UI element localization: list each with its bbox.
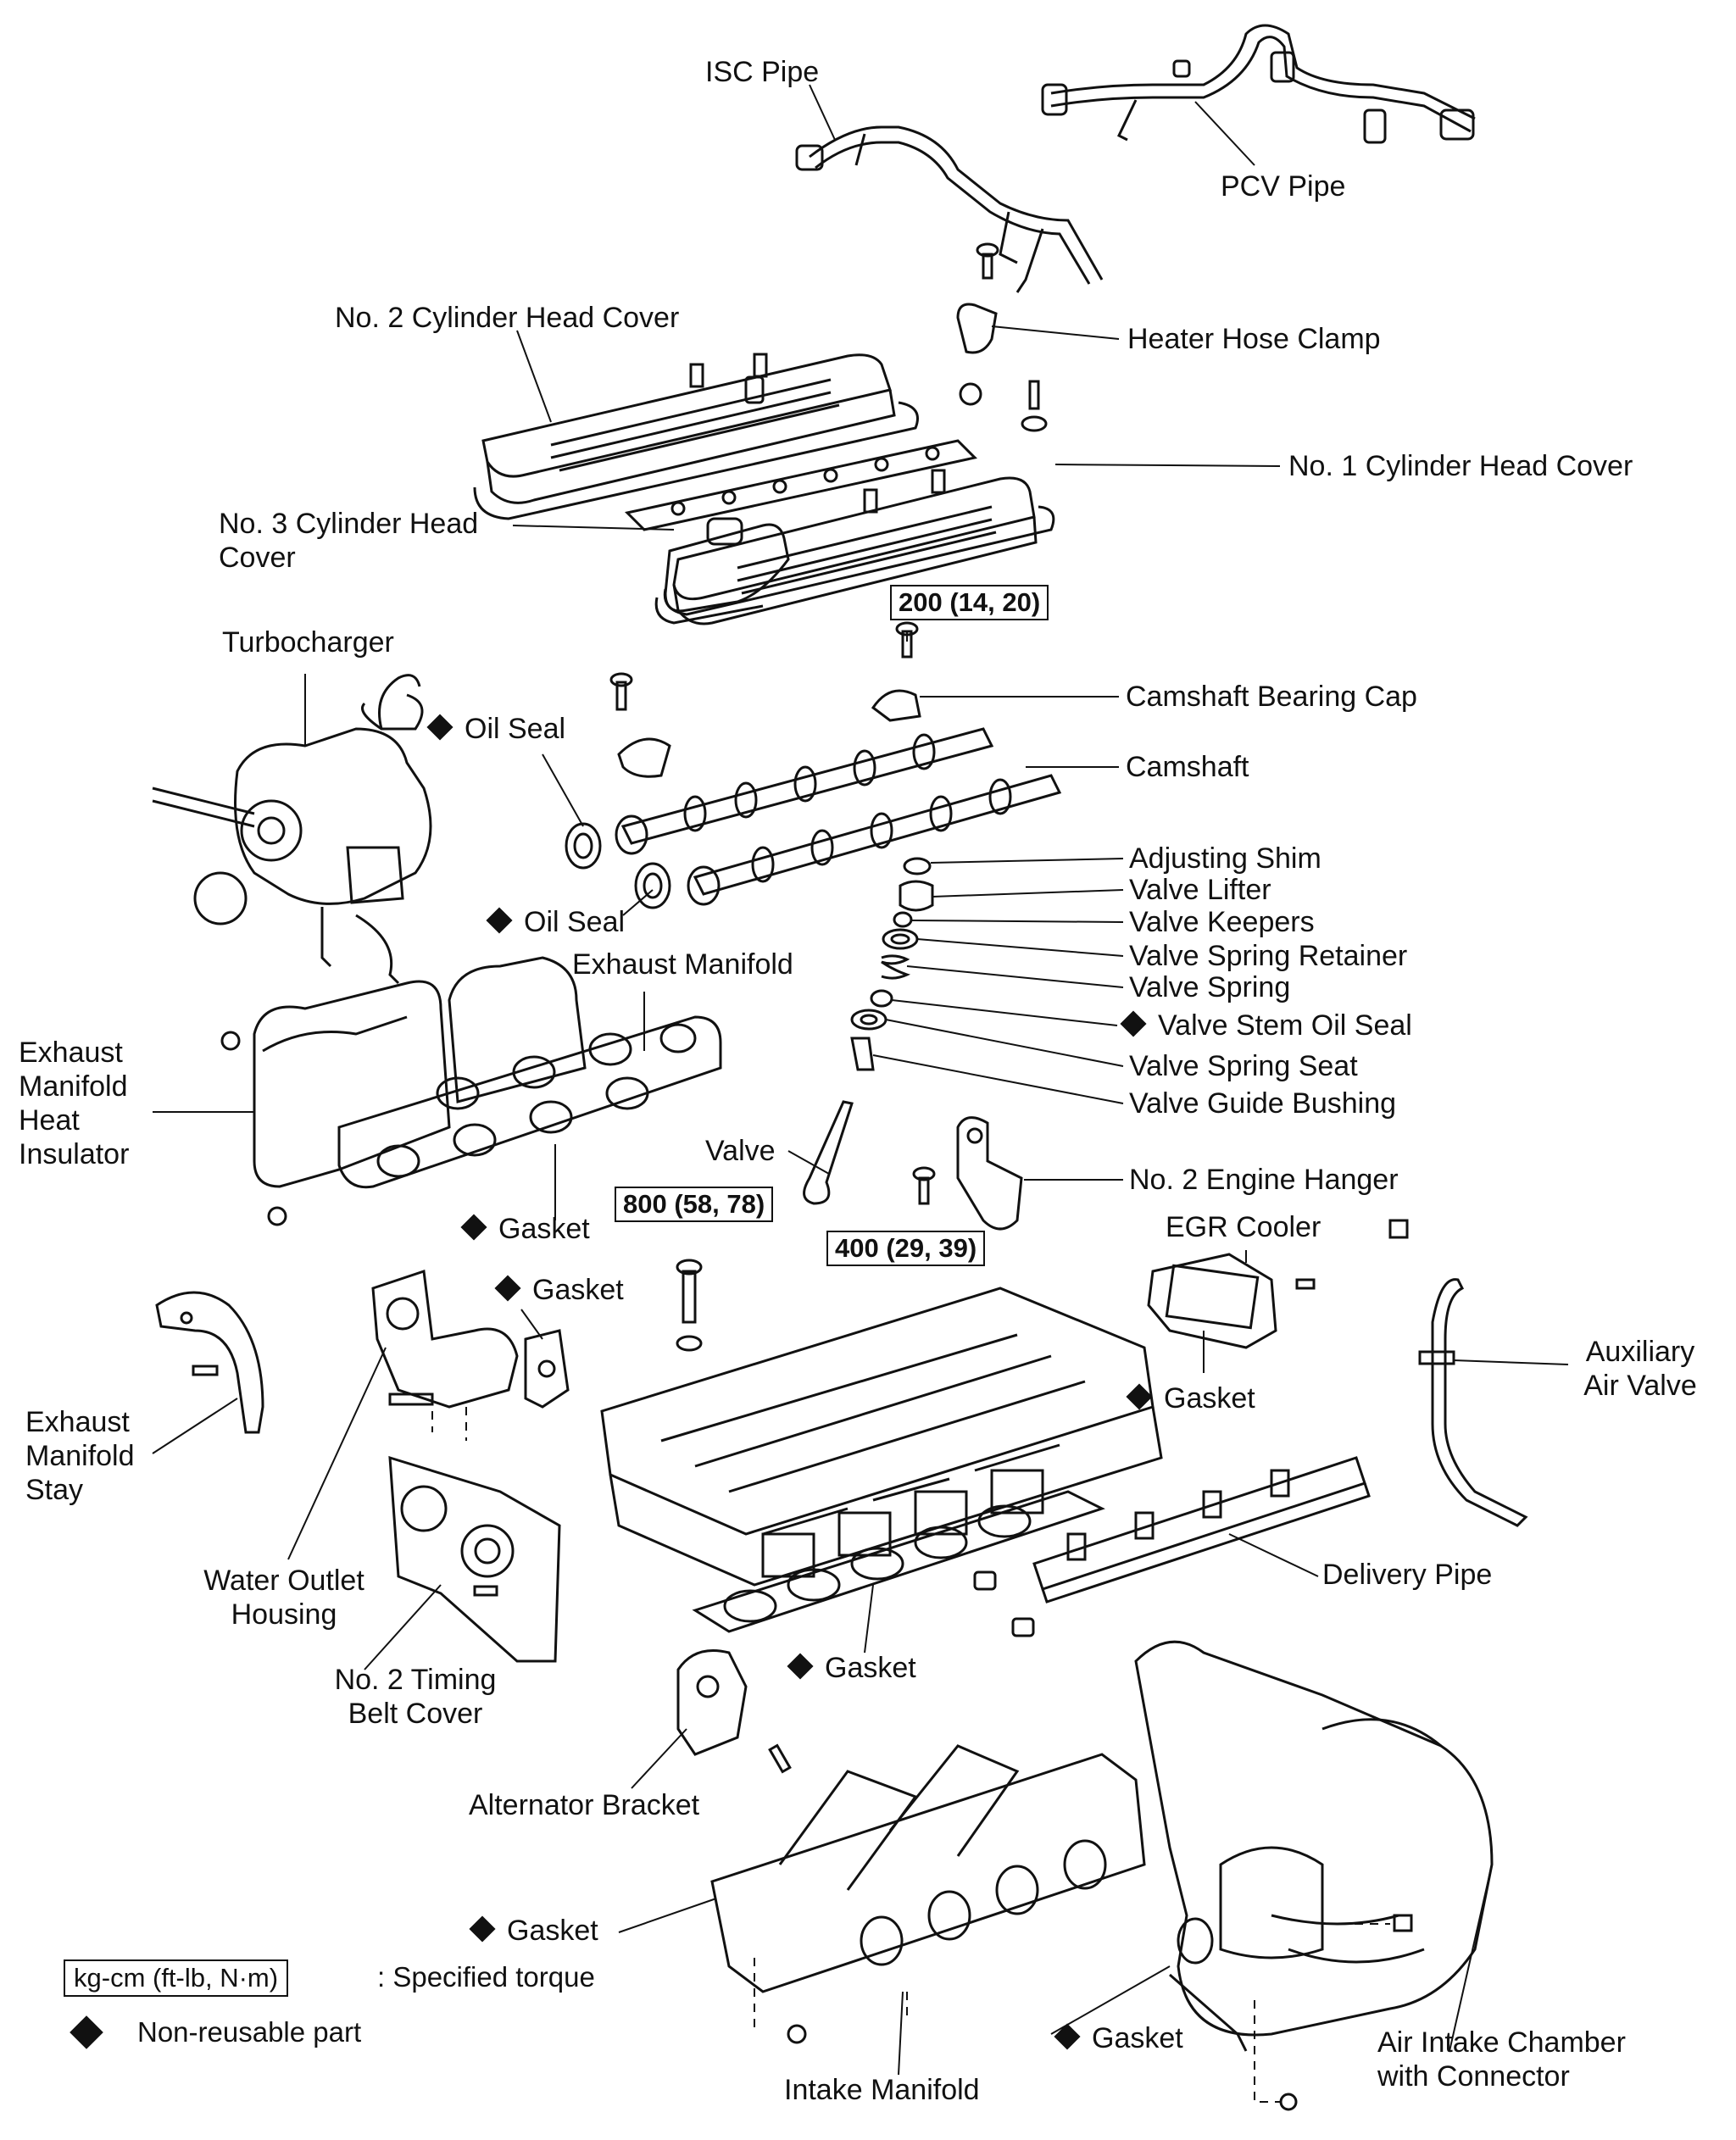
- torque-bearing-cap: 200 (14, 20): [890, 585, 1049, 620]
- leader-lines: [152, 84, 1569, 2076]
- pcv-pipe-drawing: [1041, 24, 1476, 144]
- head-bolt-drawing: [676, 1259, 703, 1352]
- nonreusable-diamond-icon: [426, 714, 453, 741]
- nonreusable-diamond-icon: [787, 1653, 814, 1680]
- label-gasket-water-outlet: Gasket: [492, 1273, 624, 1307]
- label-delivery-pipe: Delivery Pipe: [1322, 1559, 1493, 1591]
- label-valve-spring-retainer: Valve Spring Retainer: [1129, 940, 1408, 972]
- label-no3-cylinder-head-cover: No. 3 Cylinder Head Cover: [219, 508, 479, 574]
- legend-torque-box: kg-cm (ft-lb, N·m): [64, 1959, 289, 1997]
- valve-parts-drawing: [803, 857, 934, 1205]
- label-no1-cylinder-head-cover: No. 1 Cylinder Head Cover: [1288, 450, 1633, 482]
- bearing-cap-drawing: [609, 621, 921, 778]
- heat-insulator-drawing: [253, 956, 587, 1188]
- auxiliary-air-valve-drawing: [1418, 1278, 1528, 1527]
- label-water-outlet-housing: Water Outlet Housing: [203, 1565, 364, 1631]
- nonreusable-diamond-icon: [486, 907, 513, 934]
- egr-cooler-drawing: [1147, 1219, 1409, 1349]
- label-turbocharger: Turbocharger: [222, 626, 394, 659]
- label-gasket-head: Gasket: [784, 1651, 916, 1685]
- label-exhaust-manifold-heat-insulator: Exhaust Manifold Heat Insulator: [19, 1037, 130, 1170]
- nonreusable-diamond-icon: [460, 1214, 487, 1241]
- isc-pipe-drawing: [795, 125, 1104, 293]
- nonreusable-diamond-icon: [1054, 2023, 1081, 2050]
- label-egr-cooler: EGR Cooler: [1166, 1211, 1321, 1243]
- legend-nonreusable-desc: Non-reusable part: [137, 2016, 362, 2048]
- exhaust-manifold-stay-drawing: [155, 1291, 264, 1434]
- label-valve-guide-bushing: Valve Guide Bushing: [1129, 1087, 1397, 1120]
- torque-engine-hanger: 400 (29, 39): [826, 1231, 986, 1266]
- oil-seal-drawing: [565, 822, 671, 909]
- label-exhaust-manifold-stay: Exhaust Manifold Stay: [25, 1406, 135, 1506]
- label-valve: Valve: [705, 1135, 776, 1167]
- label-valve-keepers: Valve Keepers: [1129, 906, 1315, 938]
- head-gasket-drawing: [692, 1490, 1105, 1633]
- label-camshaft: Camshaft: [1126, 751, 1249, 783]
- label-no2-timing-belt-cover: No. 2 Timing Belt Cover: [334, 1664, 497, 1730]
- label-heater-hose-clamp: Heater Hose Clamp: [1127, 323, 1381, 355]
- label-gasket-exhaust: Gasket: [458, 1212, 590, 1246]
- label-intake-manifold: Intake Manifold: [784, 2074, 980, 2106]
- head-cover-gasket-drawing: [624, 439, 978, 531]
- label-gasket-egr: Gasket: [1123, 1381, 1255, 1415]
- legend-torque-desc: : Specified torque: [377, 1961, 595, 1993]
- nonreusable-diamond-icon: [494, 1275, 521, 1302]
- no3-head-cover-drawing: [654, 517, 790, 625]
- label-no2-engine-hanger: No. 2 Engine Hanger: [1129, 1164, 1399, 1196]
- no2-head-cover-drawing: [473, 353, 919, 520]
- torque-head-bolt: 800 (58, 78): [615, 1187, 774, 1222]
- label-valve-stem-oil-seal: Valve Stem Oil Seal: [1117, 1009, 1412, 1042]
- label-oil-seal-bottom: Oil Seal: [483, 905, 625, 939]
- alternator-bracket-drawing: [676, 1649, 792, 1774]
- camshaft-drawing: [615, 727, 1062, 906]
- delivery-pipe-drawing: [973, 1456, 1371, 1637]
- nonreusable-diamond-icon: [469, 1915, 496, 1943]
- label-exhaust-manifold: Exhaust Manifold: [572, 948, 793, 981]
- label-auxiliary-air-valve: Auxiliary Air Valve: [1583, 1336, 1697, 1402]
- intake-manifold-drawing: [710, 1744, 1146, 2044]
- label-pcv-pipe: PCV Pipe: [1221, 170, 1346, 203]
- label-adjusting-shim: Adjusting Shim: [1129, 842, 1321, 875]
- water-outlet-housing-drawing: [371, 1269, 570, 1441]
- nonreusable-diamond-icon: [1120, 1010, 1147, 1037]
- timing-belt-cover-drawing: [388, 1455, 561, 1663]
- cylinder-head-drawing: [600, 1287, 1163, 1587]
- nonreusable-diamond-icon: [1126, 1383, 1153, 1410]
- turbocharger-drawing: [152, 674, 432, 985]
- heater-hose-clamp-drawing: [956, 242, 1048, 432]
- label-isc-pipe: ISC Pipe: [705, 56, 820, 88]
- air-intake-chamber-drawing: [1134, 1640, 1494, 2111]
- label-gasket-chamber: Gasket: [1051, 2021, 1183, 2055]
- label-alternator-bracket: Alternator Bracket: [469, 1789, 700, 1821]
- label-no2-cylinder-head-cover: No. 2 Cylinder Head Cover: [335, 302, 680, 334]
- label-valve-lifter: Valve Lifter: [1129, 874, 1271, 906]
- label-oil-seal-top: Oil Seal: [424, 712, 565, 746]
- label-valve-spring: Valve Spring: [1129, 971, 1291, 1003]
- label-gasket-intake: Gasket: [466, 1914, 598, 1948]
- exhaust-manifold-drawing: [220, 1015, 722, 1226]
- label-air-intake-chamber: Air Intake Chamber with Connector: [1377, 2026, 1626, 2093]
- label-camshaft-bearing-cap: Camshaft Bearing Cap: [1126, 681, 1417, 713]
- label-valve-spring-seat: Valve Spring Seat: [1129, 1050, 1358, 1082]
- engine-hanger-drawing: [912, 1116, 1023, 1231]
